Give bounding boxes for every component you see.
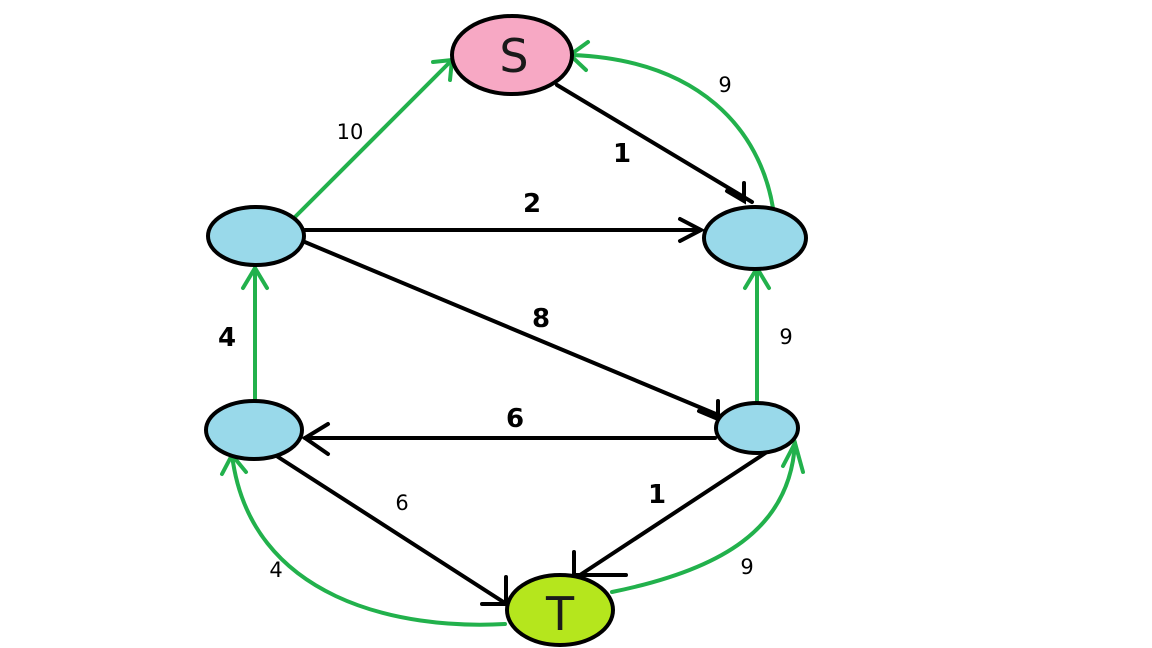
- weight-d-b: 9: [779, 325, 792, 349]
- edge-c-a-arrowhead: [241, 264, 269, 290]
- edge-b-s: [570, 53, 775, 210]
- edge-weights: 1 2 8 6 6 1 10 9 4 9 4 9: [218, 73, 793, 582]
- edge-a-d: [298, 238, 737, 424]
- edge-c-t: [273, 453, 510, 607]
- weight-d-t: 1: [648, 480, 666, 510]
- node-sink-label: T: [545, 587, 575, 641]
- weight-t-c: 4: [269, 558, 282, 582]
- black-edges: [273, 83, 772, 607]
- edge-d-c-arrowhead: [301, 422, 330, 456]
- edge-s-b-arrowhead: [725, 181, 746, 205]
- weight-t-d: 9: [740, 555, 753, 579]
- edge-a-s: [293, 60, 452, 219]
- node-sink: [505, 573, 615, 647]
- edge-t-d: [610, 441, 797, 594]
- node-c: [204, 399, 304, 461]
- green-edges: [220, 40, 805, 627]
- node-d: [714, 401, 800, 455]
- weight-a-b: 2: [523, 189, 541, 219]
- edge-d-t: [578, 448, 772, 577]
- weight-c-t: 6: [395, 491, 408, 515]
- edge-s-b: [555, 83, 754, 204]
- node-source: [450, 14, 574, 96]
- weight-d-c: 6: [506, 404, 524, 434]
- weight-c-a: 4: [218, 323, 236, 353]
- weight-a-s: 10: [337, 120, 364, 144]
- node-source-label: S: [499, 29, 528, 83]
- node-a: [206, 205, 306, 267]
- weight-s-b: 1: [613, 139, 631, 169]
- weight-a-d: 8: [532, 304, 550, 334]
- edge-t-c: [230, 453, 507, 627]
- weight-b-s: 9: [718, 73, 731, 97]
- node-b: [702, 205, 808, 271]
- edge-t-d-arrowhead: [781, 437, 805, 474]
- nodes: S T: [204, 14, 808, 647]
- edge-a-b-arrowhead: [678, 217, 706, 243]
